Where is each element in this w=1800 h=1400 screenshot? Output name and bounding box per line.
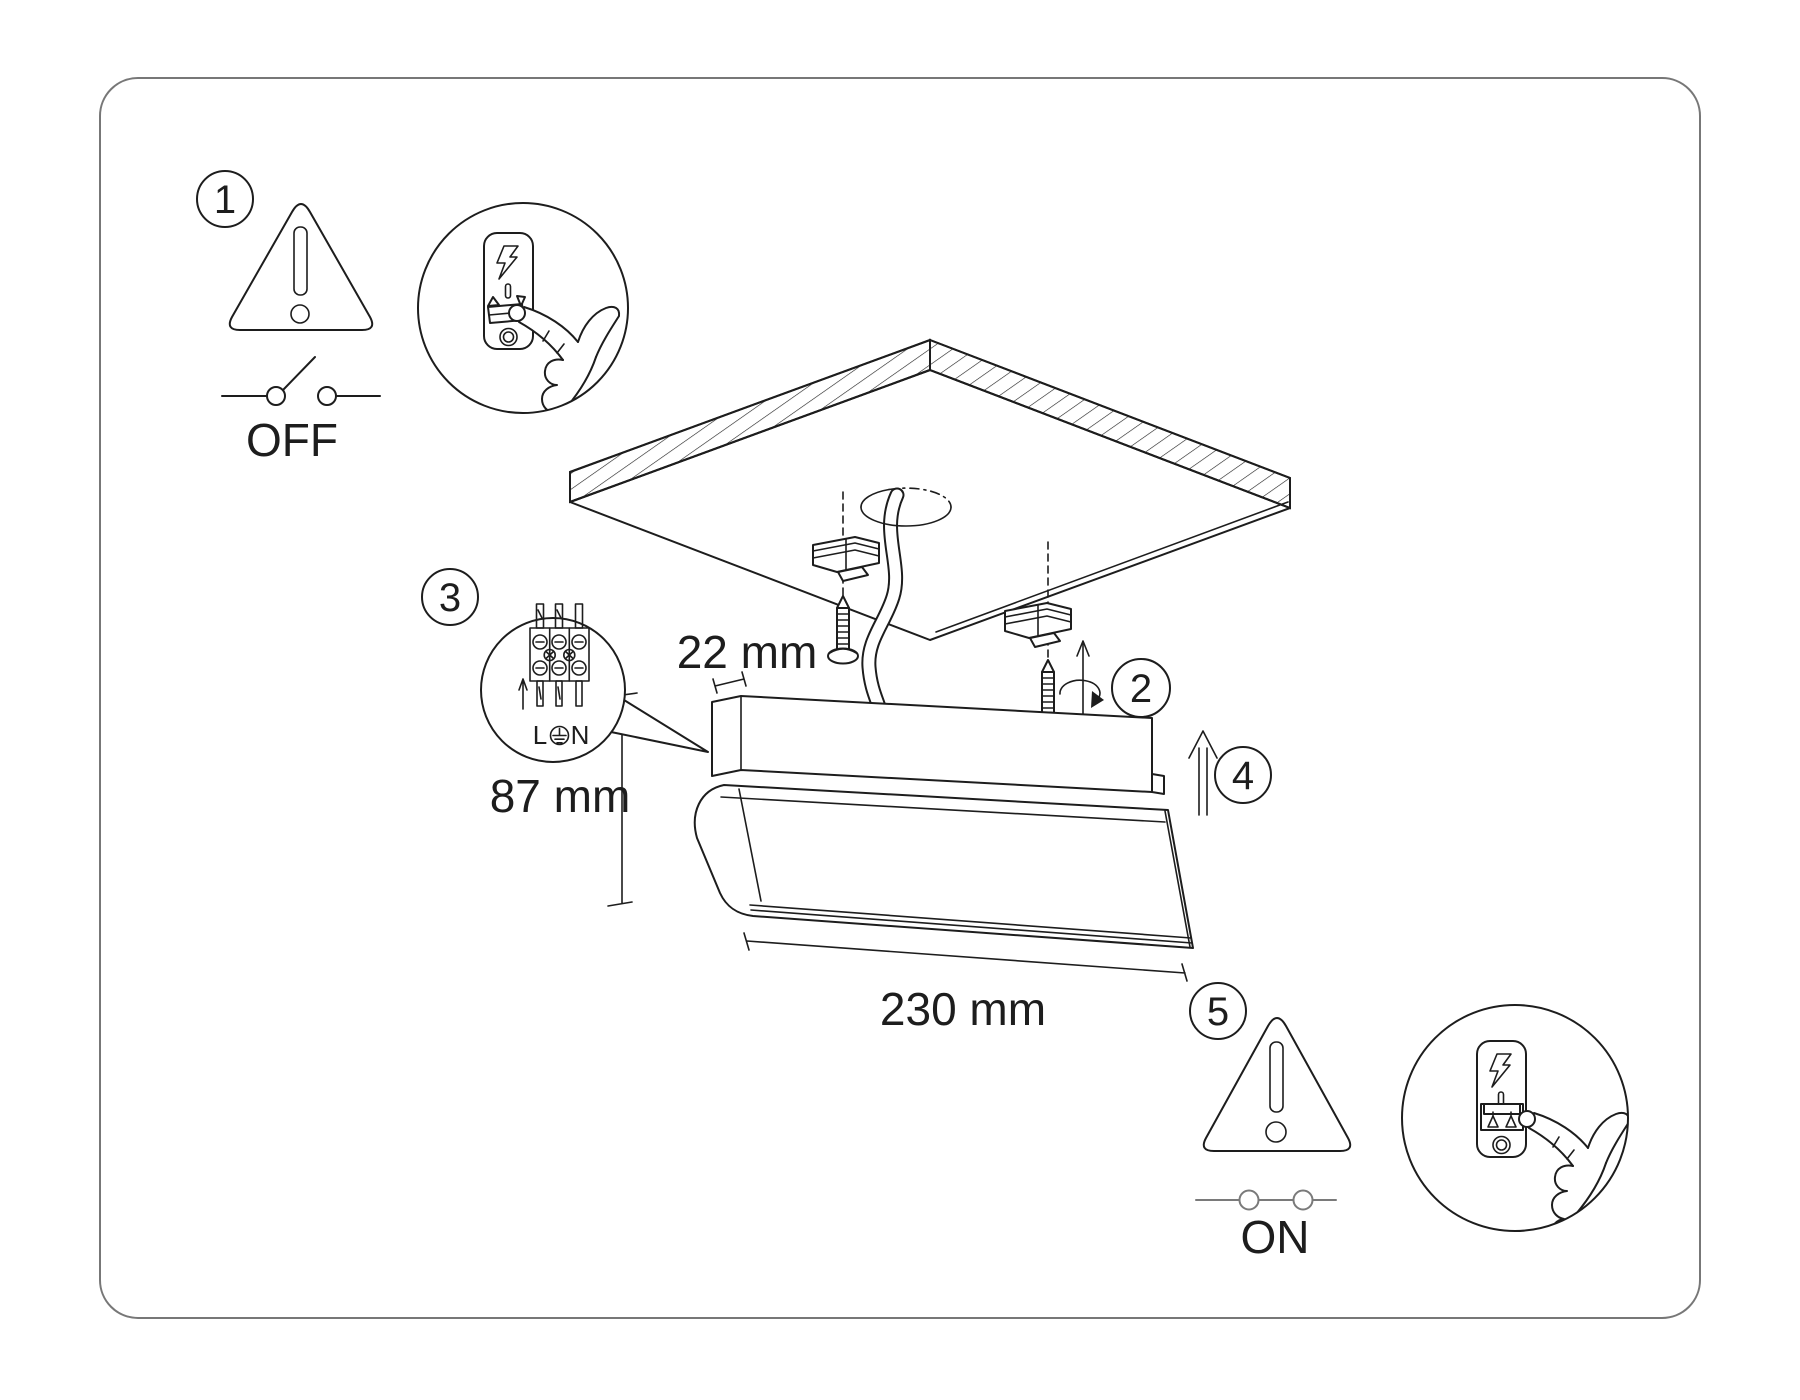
neutral-terminal-label: N [571, 720, 590, 750]
warning-triangle-icon [228, 203, 374, 331]
step4-group: 4 [1188, 730, 1272, 816]
dimension-label-230mm: 230 mm [880, 983, 1046, 1035]
cable-hole-rim [860, 506, 952, 527]
fixture-canopy [711, 695, 1165, 795]
step2-group: 2 [1059, 640, 1171, 731]
on-label: ON [1241, 1211, 1310, 1263]
dimension-87mm: 87 mm [490, 692, 638, 907]
switch-open-symbol-icon [221, 356, 381, 406]
screw-icon [827, 595, 859, 665]
detail-bubble-tail [610, 699, 709, 753]
step1-badge [196, 170, 254, 228]
dimension-label-87mm: 87 mm [490, 770, 631, 822]
switch-closed-symbol-icon [1195, 1189, 1337, 1211]
earth-ground-icon [549, 725, 570, 746]
step5-group: 5 ON [1189, 982, 1629, 1263]
dimension-22mm: 22 mm [677, 626, 818, 694]
dimension-230mm: 230 mm [743, 932, 1188, 1035]
lift-up-arrow-icon [1188, 730, 1218, 816]
up-arrow-icon [518, 678, 528, 710]
ceiling-panel [569, 338, 1291, 641]
step4-number: 4 [1232, 754, 1254, 798]
wall-switch-on-detail [1401, 1004, 1629, 1232]
fixture-light-bar [693, 784, 1194, 949]
cable-hole [860, 487, 952, 508]
warning-triangle-icon [1202, 1017, 1352, 1152]
rocker-switch-icon [1480, 1103, 1524, 1131]
terminal-block-icon: L N [518, 603, 590, 750]
live-terminal-label: L [533, 720, 547, 750]
step2-number: 2 [1130, 667, 1152, 711]
step3-number: 3 [439, 576, 461, 620]
wall-plug-icon [812, 536, 880, 582]
dimension-label-22mm: 22 mm [677, 626, 818, 678]
wall-switch-off-detail [417, 202, 629, 414]
canopy-clip-notch [1151, 773, 1165, 795]
power-cable [861, 487, 905, 729]
wall-plug-icon [1004, 602, 1072, 648]
off-label: OFF [246, 414, 338, 466]
ceiling-underside [569, 369, 1291, 641]
step1-number: 1 [214, 178, 236, 222]
step5-number: 5 [1207, 990, 1229, 1034]
mounting-hardware [812, 491, 1072, 729]
step4-badge [1214, 746, 1272, 804]
sheet-border [99, 77, 1701, 1319]
step3-badge [421, 568, 479, 626]
step3-group: 3 L N [421, 568, 709, 763]
step1-group: 1 OFF [196, 170, 629, 466]
step5-badge [1189, 982, 1247, 1040]
